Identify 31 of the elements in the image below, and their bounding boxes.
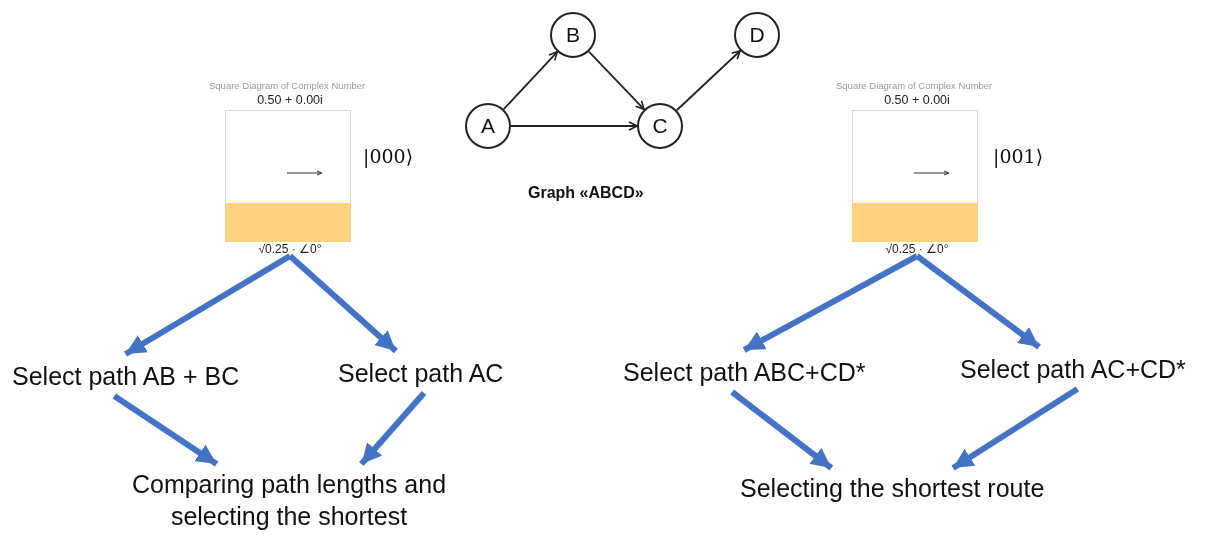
graph-vertex-circle: B	[550, 12, 596, 58]
arrow	[510, 121, 638, 131]
node-label: Square Diagram of Complex Number	[209, 80, 366, 91]
arrow	[675, 49, 742, 112]
step-text: Select path AC+CD*	[960, 353, 1186, 385]
step-text: Comparing path lengths and selecting the shortest	[108, 468, 470, 532]
step-text: Select path ABC+CD*	[623, 356, 866, 388]
graph-caption: Graph «ABCD»	[528, 184, 644, 202]
graph-vertex-circle: D	[734, 12, 780, 58]
arrow	[112, 393, 219, 467]
complex-value: 0.50 + 0.00i	[256, 93, 324, 107]
step-text: Select path AC	[338, 357, 504, 389]
basis-state-label: |000⟩	[363, 145, 414, 167]
arrow	[288, 253, 398, 354]
complex-value: 0.50 + 0.00i	[883, 93, 951, 107]
step-text: Select path AB + BC	[12, 360, 240, 392]
arrow	[124, 253, 292, 357]
arrow	[588, 50, 645, 111]
arrow	[742, 253, 919, 353]
polar-value: √0.25 · ∠0°	[884, 242, 950, 256]
arrow	[915, 253, 1041, 350]
arrow	[951, 386, 1080, 471]
arrow	[730, 389, 834, 471]
arrow	[502, 50, 559, 111]
graph-vertex-circle: C	[637, 103, 683, 149]
step-text: Selecting the shortest route	[740, 472, 1045, 504]
node-label: Square Diagram of Complex Number	[836, 80, 993, 91]
polar-value: √0.25 · ∠0°	[257, 242, 323, 256]
basis-state-label: |001⟩	[993, 145, 1044, 167]
arrow	[359, 391, 427, 466]
graph-vertex-circle: A	[465, 103, 511, 149]
